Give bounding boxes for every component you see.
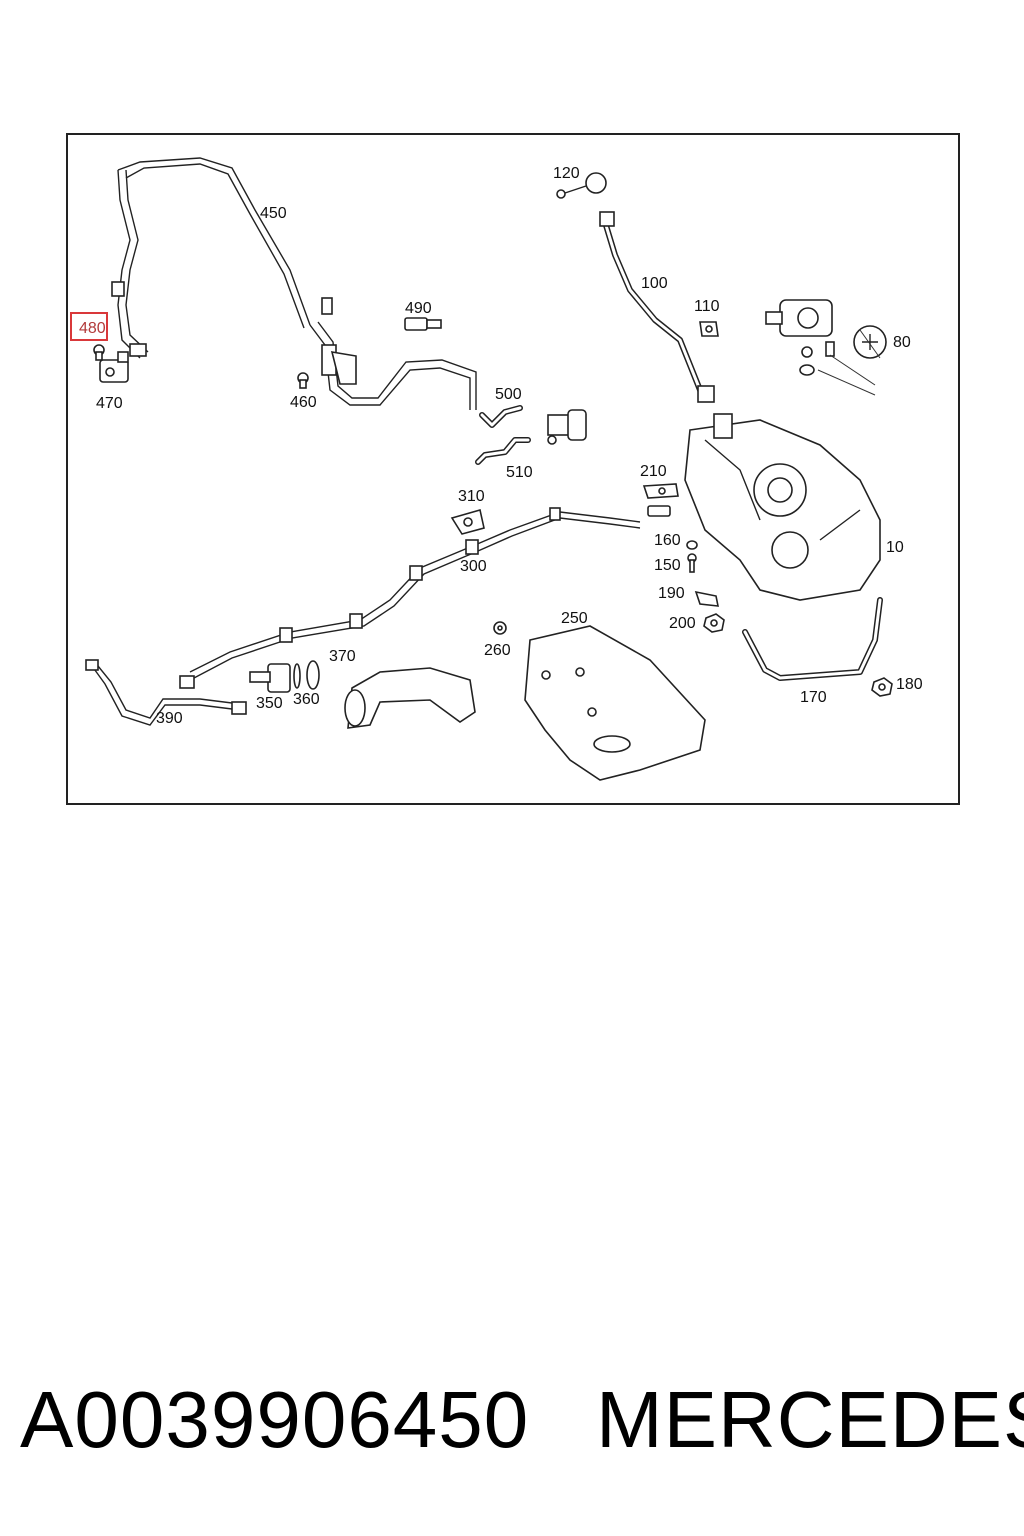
nut-180 <box>871 677 893 697</box>
callout-190: 190 <box>658 585 685 602</box>
pump-80 <box>765 299 887 396</box>
cap-120 <box>556 172 607 199</box>
sensor-line-390 <box>85 659 247 726</box>
callout-200: 200 <box>669 615 696 632</box>
connector-490 <box>404 317 442 331</box>
ring-360 <box>293 663 301 689</box>
callout-120: 120 <box>553 165 580 182</box>
caption-bar: A0039906450 MERCEDES <box>0 1370 1024 1480</box>
nut-260 <box>493 621 507 635</box>
grommet-110 <box>699 321 719 337</box>
callout-250: 250 <box>561 610 588 627</box>
callout-300: 300 <box>460 558 487 575</box>
callout-490: 490 <box>405 300 432 317</box>
intake-pipe <box>344 667 476 729</box>
line-assembly-450 <box>111 157 477 410</box>
callout-150: 150 <box>654 557 681 574</box>
brand-text: MERCEDES <box>596 1375 1024 1464</box>
bracket-310 <box>450 508 485 535</box>
callout-180: 180 <box>896 676 923 693</box>
callout-360: 360 <box>293 691 320 708</box>
callout-260: 260 <box>484 642 511 659</box>
callout-110: 110 <box>694 298 720 315</box>
callout-390: 390 <box>156 710 183 727</box>
callout-450: 450 <box>260 205 287 222</box>
callout-170: 170 <box>800 689 827 706</box>
strap-170 <box>742 597 883 681</box>
clip-470 <box>99 351 129 383</box>
bolt-150 <box>687 553 697 573</box>
callout-480: 480 <box>79 320 106 337</box>
seal-370 <box>306 660 320 690</box>
callout-350: 350 <box>256 695 283 712</box>
nut-200 <box>703 613 725 633</box>
bracket-190 <box>694 590 719 607</box>
valve <box>547 409 587 445</box>
parts-diagram: 480 470 450 460 490 500 510 120 100 110 … <box>66 133 960 805</box>
callout-100: 100 <box>641 275 668 292</box>
callout-500: 500 <box>495 386 522 403</box>
line-300 <box>189 507 641 679</box>
callout-370: 370 <box>329 648 356 665</box>
hose-500 <box>479 405 523 428</box>
callout-210: 210 <box>640 463 667 480</box>
callout-80: 80 <box>893 334 911 351</box>
bracket-210 <box>642 483 679 499</box>
exploded-view-drawing: 480 470 450 460 490 500 510 120 100 110 … <box>66 133 960 805</box>
callout-160: 160 <box>654 532 681 549</box>
filler-neck-100 <box>599 211 715 403</box>
fuel-tank-10 <box>684 413 881 601</box>
bolt-480 <box>93 344 105 361</box>
highlight-box-480 <box>70 312 108 341</box>
sender-350 <box>249 663 291 693</box>
bolt-460 <box>297 372 309 389</box>
hose-510 <box>475 437 531 465</box>
sensor-connector <box>647 505 671 517</box>
washer-160 <box>686 540 698 550</box>
callout-460: 460 <box>290 394 317 411</box>
callout-310: 310 <box>458 488 485 505</box>
callout-510: 510 <box>506 464 533 481</box>
callout-10: 10 <box>886 539 904 556</box>
part-number-text: A0039906450 <box>20 1375 530 1464</box>
heat-shield-250 <box>524 625 706 781</box>
callout-470: 470 <box>96 395 123 412</box>
